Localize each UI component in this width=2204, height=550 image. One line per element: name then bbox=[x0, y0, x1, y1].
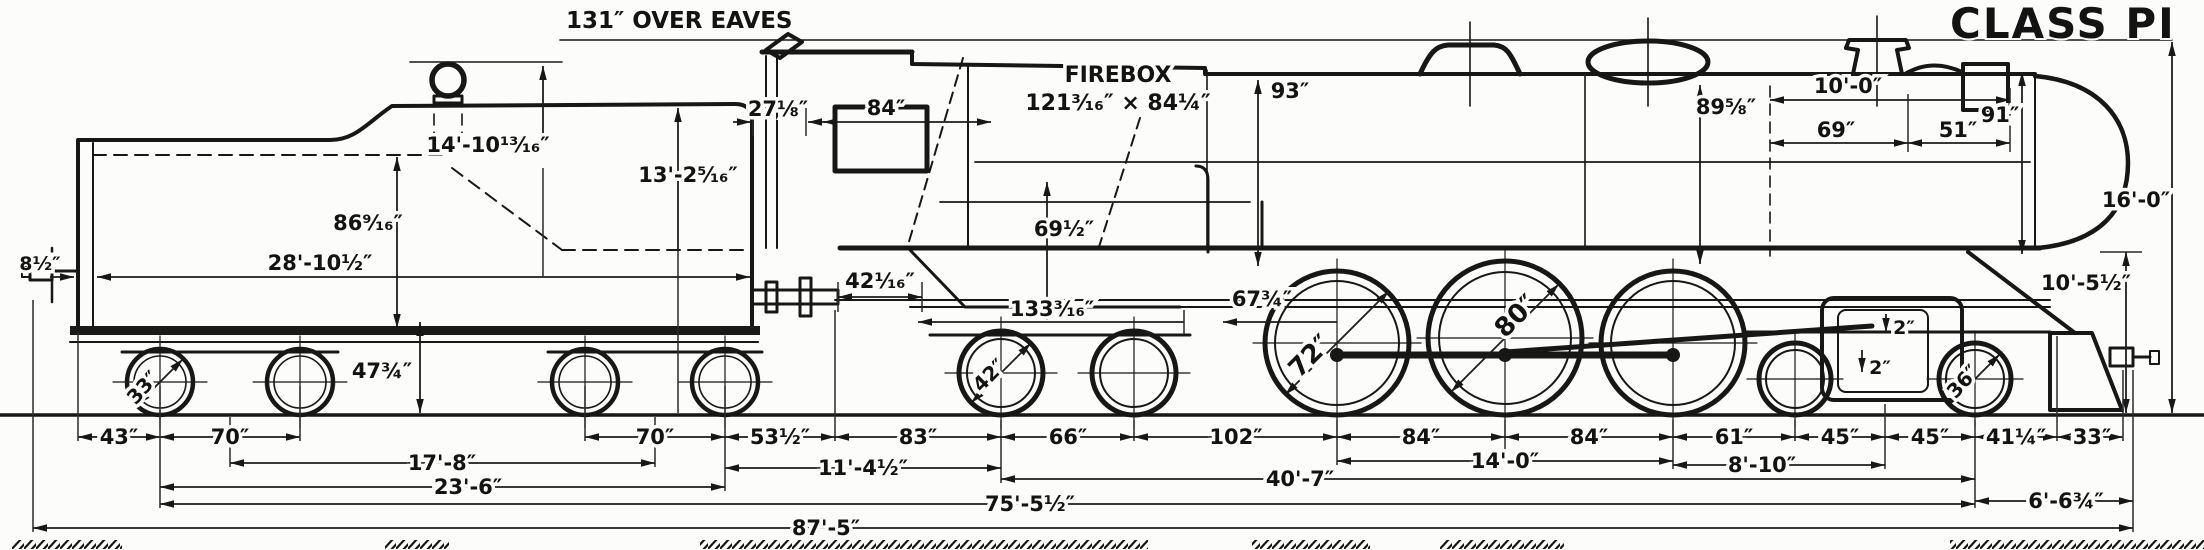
dim-axle-6: 102″ bbox=[1209, 425, 1262, 449]
water-hatch-ring bbox=[429, 61, 467, 99]
ground-hatch bbox=[1252, 540, 1370, 549]
smokebox-front bbox=[2032, 73, 2131, 251]
dim-tender-top: 14'-10¹³⁄₁₆″ bbox=[426, 133, 549, 157]
water-hatch-base bbox=[432, 94, 464, 105]
dim-rear-overhang: 133³⁄₁₆″ bbox=[1010, 297, 1094, 321]
dim-combined-wheelbase: 75'-5½″ bbox=[985, 492, 1075, 516]
firebox-size: 121³⁄₁₆″ × 84¼″ bbox=[1025, 91, 1210, 116]
injector-pipe bbox=[1194, 164, 1210, 254]
dim-axle-5: 66″ bbox=[1049, 425, 1088, 449]
class-title: CLASS PI bbox=[1950, 0, 2176, 48]
dim-boiler-diameter: 93″ bbox=[1271, 79, 1310, 103]
firebox-dashed-front bbox=[1097, 117, 1141, 251]
drivers bbox=[1252, 248, 1875, 441]
ground-hatch bbox=[12, 540, 122, 549]
dim-dome-front: 10'-0″ bbox=[1814, 74, 1882, 98]
dim-smokebox: 91″ bbox=[1981, 103, 2020, 127]
dim-axle-8: 84″ bbox=[1570, 425, 1609, 449]
totals-row bbox=[33, 497, 2133, 532]
over-eaves-note: 131″ OVER EAVES bbox=[566, 8, 793, 34]
rear-coupler bbox=[21, 246, 80, 304]
cab-window bbox=[832, 104, 930, 174]
cab bbox=[759, 32, 969, 249]
locomotive bbox=[759, 15, 2160, 441]
trailing-truck-wheels bbox=[944, 316, 1191, 430]
dim-tender-truck-centers: 17'-8″ bbox=[408, 451, 476, 475]
bottom-dimension-rows bbox=[32, 300, 2134, 532]
main-rod bbox=[1502, 323, 1875, 355]
dim-51: 51″ bbox=[1939, 118, 1978, 142]
dim-axle-11: 45″ bbox=[1911, 425, 1950, 449]
firebox-name: FIREBOX bbox=[1065, 63, 1172, 88]
dim-pilot-height: 10'-5½″ bbox=[2041, 271, 2131, 295]
wheelbase-row bbox=[160, 475, 1975, 491]
dim-69: 69″ bbox=[1817, 118, 1856, 142]
sand-dome bbox=[1417, 42, 1523, 77]
dim-tender-length: 28'-10½″ bbox=[268, 251, 373, 275]
dim-clearance-a: 2″ bbox=[1893, 317, 1915, 339]
boiler-top bbox=[910, 50, 2037, 76]
dim-frame-height: 47¾″ bbox=[352, 359, 412, 383]
group-row bbox=[230, 457, 1885, 472]
driver-diameter-80: 80″ bbox=[1489, 289, 1544, 344]
dim-overall-height: 16'-0″ bbox=[2102, 188, 2170, 212]
buffer-plate bbox=[798, 276, 813, 318]
tender-body bbox=[76, 102, 754, 334]
dim-coupler-offset: 8½″ bbox=[19, 253, 61, 275]
buffer-plate bbox=[764, 280, 779, 314]
dim-driver-to-lead: 8'-10″ bbox=[1728, 453, 1796, 477]
cylinder bbox=[1820, 296, 1964, 402]
dim-cab-gap: 27⅛″ bbox=[748, 97, 808, 121]
headlight bbox=[1961, 62, 2010, 112]
dim-axle-3: 53½″ bbox=[750, 425, 810, 449]
dim-front-overhang: 67¾″ bbox=[1232, 287, 1292, 311]
dim-axle-1: 70″ bbox=[211, 425, 250, 449]
dim-axle-7: 84″ bbox=[1402, 425, 1441, 449]
rail-and-ground bbox=[0, 413, 2204, 549]
lead-truck-wheels bbox=[1746, 330, 2024, 428]
dim-tender-engine-gap: 11'-4½″ bbox=[818, 456, 908, 480]
firebox-dashed-rear bbox=[907, 57, 964, 246]
ground-hatch bbox=[1950, 540, 2204, 549]
dim-tender-wheelbase: 23'-6″ bbox=[434, 475, 502, 499]
dim-engine-wheelbase: 40'-7″ bbox=[1266, 467, 1334, 491]
dim-axle-13: 33″ bbox=[2073, 425, 2112, 449]
dim-axle-12: 41¼″ bbox=[1986, 425, 2046, 449]
ground-hatch bbox=[385, 540, 449, 549]
tender-frame-sill bbox=[70, 326, 760, 335]
dim-overall-length: 87'-5″ bbox=[792, 516, 860, 540]
dim-drawbar: 42¹⁄₁₆″ bbox=[845, 269, 915, 293]
front-coupler bbox=[2108, 346, 2135, 368]
dim-axle-4: 83″ bbox=[899, 425, 938, 449]
dim-driver-wheelbase: 14'-0″ bbox=[1471, 449, 1539, 473]
pilot bbox=[1966, 250, 2160, 412]
dim-clearance-b: 2″ bbox=[1869, 357, 1891, 379]
dim-water-height: 86⁹⁄₁₆″ bbox=[333, 211, 403, 235]
driver-diameter-72: 72″ bbox=[1283, 329, 1338, 384]
dim-grate-height: 69½″ bbox=[1034, 217, 1094, 241]
dim-axle-10: 45″ bbox=[1821, 425, 1860, 449]
trailing-wheel-diameter: 42″ bbox=[968, 354, 1011, 397]
roof-vent bbox=[764, 32, 804, 60]
dim-axle-0: 43″ bbox=[100, 425, 139, 449]
dim-front-section: 6'-6¾″ bbox=[2028, 489, 2104, 513]
bunker-slope-dashed bbox=[451, 167, 563, 251]
dim-axle-9: 61″ bbox=[1715, 425, 1754, 449]
dim-axle-2: 70″ bbox=[636, 425, 675, 449]
front-saddle-hump bbox=[1903, 63, 1964, 76]
boiler bbox=[837, 15, 2131, 254]
dim-boiler-front: 89⅝″ bbox=[1696, 95, 1756, 119]
labels: CLASS PI 131″ OVER EAVES FIREBOX 121³⁄₁₆… bbox=[16, 0, 2176, 544]
upper-dimensions bbox=[50, 42, 2176, 413]
dim-cab-length: 84″ bbox=[867, 96, 906, 120]
ground-hatch bbox=[700, 540, 1148, 549]
dim-bunker-height: 13'-2⁵⁄₁₆″ bbox=[638, 163, 737, 187]
ground-hatch bbox=[1440, 540, 1564, 549]
